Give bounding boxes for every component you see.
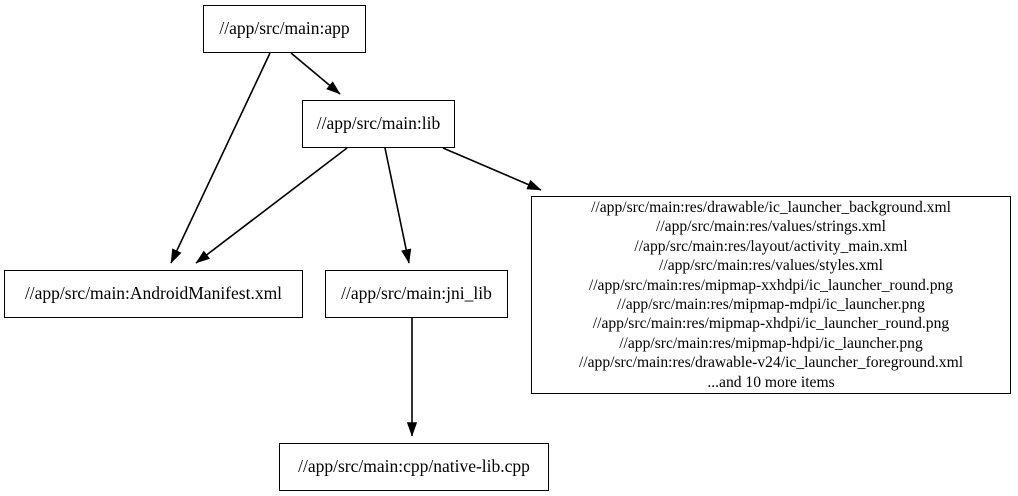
node-resources-bundle[interactable]: //app/src/main:res/drawable/ic_launcher_… <box>531 196 1011 394</box>
edge-app-to-lib <box>290 52 341 95</box>
edge-lib-to-resources <box>442 147 542 191</box>
resources-line: //app/src/main:res/mipmap-hdpi/ic_launch… <box>619 334 923 352</box>
node-app[interactable]: //app/src/main:app <box>203 5 366 53</box>
node-lib[interactable]: //app/src/main:lib <box>302 100 455 148</box>
node-native-lib-cpp[interactable]: //app/src/main:cpp/native-lib.cpp <box>279 443 549 491</box>
node-native-lib-cpp-label: //app/src/main:cpp/native-lib.cpp <box>298 456 530 477</box>
edge-lib-to-jni-lib <box>384 147 412 264</box>
edge-app-to-manifest <box>170 52 271 264</box>
node-resources-bundle-label: //app/src/main:res/drawable/ic_launcher_… <box>579 198 963 393</box>
resources-line: //app/src/main:res/mipmap-mdpi/ic_launch… <box>617 296 925 313</box>
node-jni-lib-label: //app/src/main:jni_lib <box>341 283 492 304</box>
edge-lib-to-manifest <box>195 147 348 264</box>
node-app-label: //app/src/main:app <box>219 18 350 39</box>
node-lib-label: //app/src/main:lib <box>316 113 441 134</box>
resources-line: //app/src/main:res/values/strings.xml <box>656 218 886 236</box>
resources-line: //app/src/main:res/drawable/ic_launcher_… <box>591 198 951 216</box>
resources-line: //app/src/main:res/mipmap-xhdpi/ic_launc… <box>592 315 950 333</box>
resources-line: //app/src/main:res/drawable-v24/ic_launc… <box>578 354 964 372</box>
resources-line: //app/src/main:res/layout/activity_main.… <box>634 237 908 255</box>
node-android-manifest-label: //app/src/main:AndroidManifest.xml <box>24 283 283 304</box>
resources-line: //app/src/main:res/mipmap-xxhdpi/ic_laun… <box>588 276 954 294</box>
resources-line: //app/src/main:res/values/styles.xml <box>659 257 883 275</box>
node-jni-lib[interactable]: //app/src/main:jni_lib <box>325 270 508 318</box>
resources-line: ...and 10 more items <box>707 373 835 391</box>
node-android-manifest[interactable]: //app/src/main:AndroidManifest.xml <box>4 270 303 318</box>
